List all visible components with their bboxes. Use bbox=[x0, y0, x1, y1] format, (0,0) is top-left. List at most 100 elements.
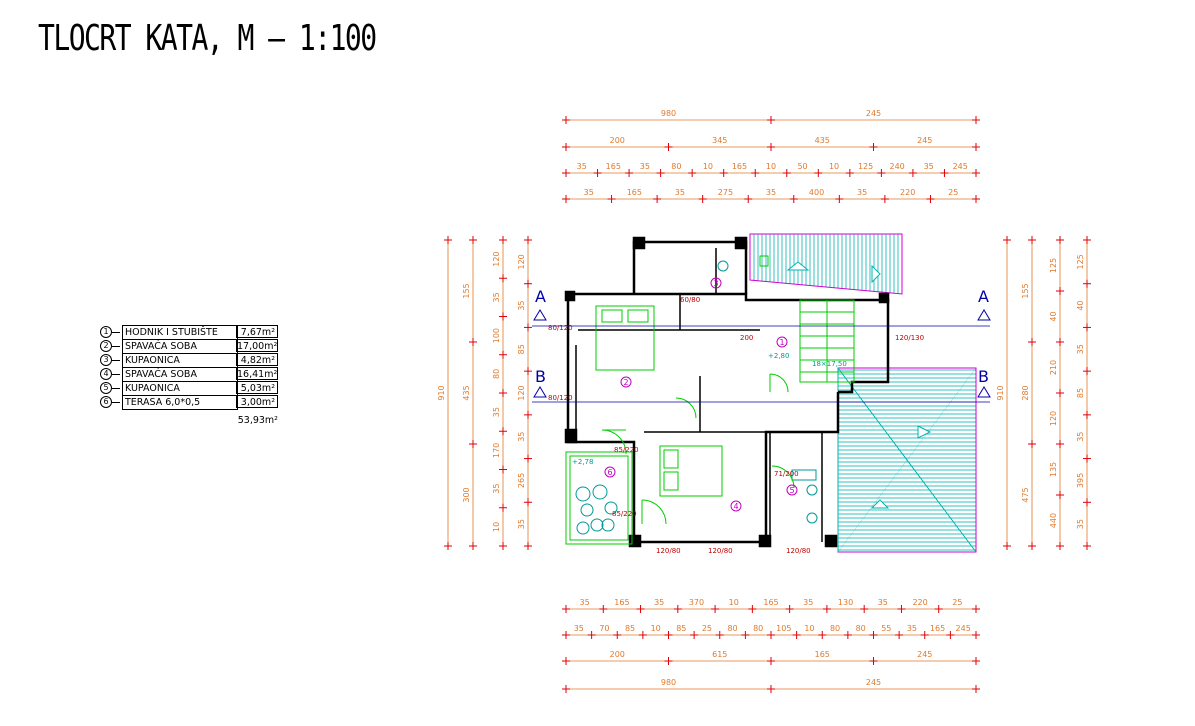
dimension-label: 440 bbox=[1049, 513, 1058, 528]
dimension-label: 245 bbox=[956, 624, 971, 633]
dimension-label: 35 bbox=[857, 188, 867, 197]
dimension-label: 275 bbox=[718, 188, 733, 197]
dimension-label: 245 bbox=[866, 109, 881, 118]
section-mark-a-right: A bbox=[978, 287, 989, 306]
dimension-label: 345 bbox=[712, 136, 727, 145]
walls bbox=[564, 236, 890, 548]
room-legend: 1 HODNIK I STUBIŠTE 7,67m² 2 SPAVAĆA SOB… bbox=[100, 325, 280, 426]
stair-label: 18×17,50 bbox=[812, 360, 847, 368]
dimension-label: 165 bbox=[732, 162, 747, 171]
dimension-label: 80 bbox=[727, 624, 737, 633]
legend-number: 3 bbox=[100, 354, 112, 366]
section-mark-b-right: B bbox=[978, 367, 989, 386]
dimension-label: 35 bbox=[517, 432, 526, 442]
room-number-6: 6 bbox=[607, 468, 612, 477]
dimension-label: 400 bbox=[809, 188, 824, 197]
room-number-3: 3 bbox=[713, 279, 718, 288]
dimension-label: 130 bbox=[838, 598, 853, 607]
dimension-label: 35 bbox=[878, 598, 888, 607]
dimension-label: 35 bbox=[580, 598, 590, 607]
legend-room-area: 3,00m² bbox=[236, 395, 278, 408]
legend-number: 2 bbox=[100, 340, 112, 352]
dimension-label: 105 bbox=[776, 624, 791, 633]
level-label: +2,80 bbox=[768, 352, 789, 360]
section-lines bbox=[532, 325, 990, 403]
dimension-label: 615 bbox=[712, 650, 727, 659]
dimension-label: 220 bbox=[912, 598, 927, 607]
legend-room-area: 7,67m² bbox=[236, 325, 278, 338]
dimension-label: 80 bbox=[856, 624, 866, 633]
dimension-label: 85 bbox=[676, 624, 686, 633]
dimension-label: 35 bbox=[492, 292, 501, 302]
dimension-label: 170 bbox=[492, 443, 501, 458]
dimension-label: 10 bbox=[703, 162, 713, 171]
dimension-label: 245 bbox=[917, 650, 932, 659]
dimension-label: 200 bbox=[610, 650, 625, 659]
legend-number: 5 bbox=[100, 382, 112, 394]
level-label: +2,78 bbox=[572, 458, 593, 466]
dimension-label: 200 bbox=[610, 136, 625, 145]
dimension-label: 395 bbox=[1076, 473, 1085, 488]
legend-room-area: 17,00m² bbox=[236, 339, 278, 352]
dimension-label: 120 bbox=[517, 385, 526, 400]
dimension-label: 35 bbox=[574, 624, 584, 633]
dimension-label: 80 bbox=[830, 624, 840, 633]
dimension-label: 80 bbox=[671, 162, 681, 171]
opening-label: 120/80 bbox=[656, 547, 681, 555]
plan-annotations: +2,80 +2,78 18×17,50 120/130 200 80/120 … bbox=[548, 296, 924, 555]
opening-label: 120/80 bbox=[786, 547, 811, 555]
section-mark-a-left: A bbox=[535, 287, 546, 306]
dimension-label: 35 bbox=[675, 188, 685, 197]
dimension-label: 85 bbox=[1076, 388, 1085, 398]
dimension-label: 300 bbox=[462, 487, 471, 502]
dimension-label: 35 bbox=[517, 519, 526, 529]
dimension-label: 475 bbox=[1021, 487, 1030, 502]
legend-room-area: 4,82m² bbox=[236, 353, 278, 366]
dimension-label: 80 bbox=[753, 624, 763, 633]
dimension-label: 10 bbox=[729, 598, 739, 607]
room-number-1: 1 bbox=[779, 338, 784, 347]
dimension-label: 910 bbox=[437, 385, 446, 400]
legend-row-6: 6 TERASA 6,0*0,5 3,00m² bbox=[100, 395, 280, 410]
dimension-label: 35 bbox=[517, 300, 526, 310]
legend-room-name: TERASA 6,0*0,5 bbox=[122, 395, 238, 410]
dimension-label: 35 bbox=[654, 598, 664, 607]
room-number-5: 5 bbox=[789, 486, 794, 495]
dimension-label: 25 bbox=[948, 188, 958, 197]
dimension-label: 40 bbox=[1076, 300, 1085, 310]
room-number-4: 4 bbox=[733, 502, 738, 511]
furniture bbox=[595, 255, 818, 524]
opening-label: 80/120 bbox=[548, 324, 573, 332]
dimension-label: 165 bbox=[614, 598, 629, 607]
dimension-label: 10 bbox=[492, 522, 501, 532]
legend-room-area: 5,03m² bbox=[236, 381, 278, 394]
room-number-2: 2 bbox=[623, 378, 628, 387]
dimension-label: 165 bbox=[815, 650, 830, 659]
dimension-label: 155 bbox=[462, 283, 471, 298]
dimension-label: 10 bbox=[829, 162, 839, 171]
opening-label: 80/120 bbox=[548, 394, 573, 402]
dimension-label: 35 bbox=[1076, 519, 1085, 529]
dimension-label: 85 bbox=[625, 624, 635, 633]
dimension-label: 35 bbox=[924, 162, 934, 171]
opening-label: 120/80 bbox=[708, 547, 733, 555]
dimension-label: 220 bbox=[900, 188, 915, 197]
section-markers: A A B B bbox=[533, 287, 991, 398]
dimension-label: 35 bbox=[492, 407, 501, 417]
dimension-label: 210 bbox=[1049, 360, 1058, 375]
legend-number: 6 bbox=[100, 396, 112, 408]
dimension-label: 35 bbox=[907, 624, 917, 633]
dimension-label: 370 bbox=[689, 598, 704, 607]
dimension-label: 35 bbox=[1076, 344, 1085, 354]
dimension-label: 50 bbox=[797, 162, 807, 171]
opening-label: 71/200 bbox=[774, 470, 799, 478]
dimension-label: 125 bbox=[1076, 254, 1085, 269]
dimension-label: 165 bbox=[763, 598, 778, 607]
dimension-label: 25 bbox=[952, 598, 962, 607]
opening-label: 85/220 bbox=[612, 510, 637, 518]
dimension-label: 910 bbox=[996, 385, 1005, 400]
opening-label: 120/130 bbox=[895, 334, 924, 342]
dimension-label: 70 bbox=[599, 624, 609, 633]
dimension-label: 35 bbox=[803, 598, 813, 607]
